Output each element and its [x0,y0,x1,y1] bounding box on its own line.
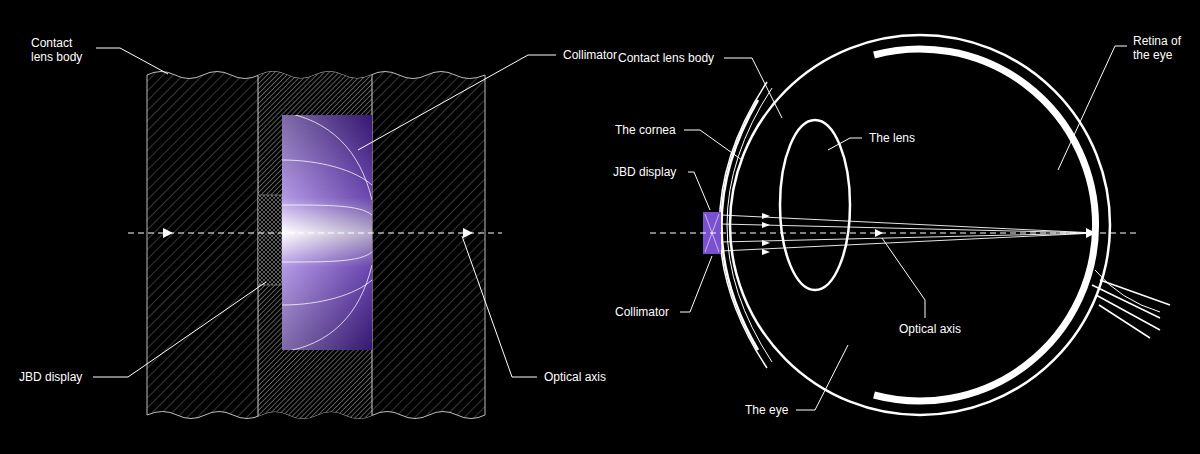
part-label: Contact lens body [617,51,715,65]
part-label: JBD display [612,165,677,179]
lens-section [128,60,502,430]
light-rays [721,215,1096,251]
optic-nerve [1092,280,1170,338]
leader-lines [93,46,1127,410]
part-label: The lens [868,131,916,145]
optical-axis [650,232,1140,233]
eye-lens [780,120,850,290]
part-label: Retina of the eye [1132,34,1194,62]
retina [874,49,1096,401]
eye-figure [650,35,1170,415]
part-label: Contact lens body [30,36,94,64]
part-label: The eye [744,403,789,417]
axis-label: Optical axis [898,322,962,336]
part-label: The cornea [614,123,677,137]
part-label: Collimator [614,305,670,319]
optical-axis [128,232,502,233]
axis-label: Optical axis [543,370,607,384]
part-label: Collimator [562,48,618,62]
jbd-display [258,195,282,285]
part-label: JBD display [18,370,83,384]
collimator [282,112,372,352]
